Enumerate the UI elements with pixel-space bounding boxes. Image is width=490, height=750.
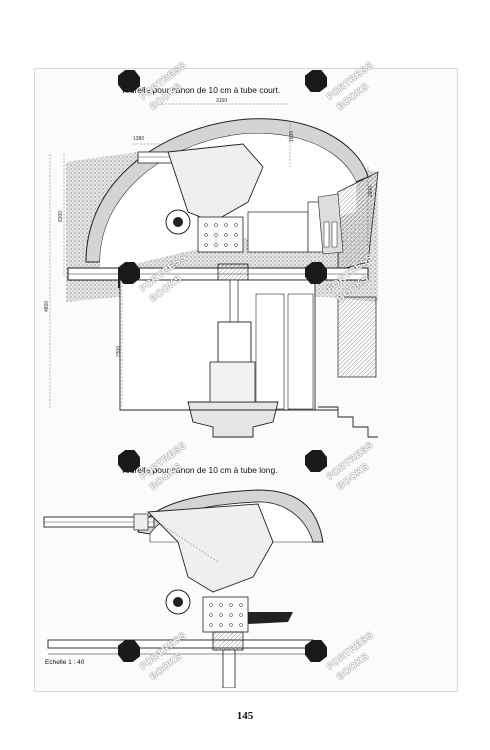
dimension-label: 2900 bbox=[368, 186, 374, 197]
dimension-label: 3160 bbox=[216, 98, 227, 104]
dimension-label: 6300 bbox=[58, 211, 64, 222]
dimension-label: 1630 bbox=[289, 131, 295, 142]
watermark-grid-icon bbox=[305, 70, 327, 92]
watermark-grid-icon bbox=[118, 70, 140, 92]
dimension-label: 1380 bbox=[133, 136, 144, 142]
watermark-grid-icon bbox=[118, 450, 140, 472]
upper-turret-section: 3160 1380 1630 2900 6300 4800 2300 bbox=[44, 98, 379, 438]
scale-label: Echelle 1 : 40 bbox=[45, 659, 85, 666]
watermark-grid-icon bbox=[305, 450, 327, 472]
dimension-label: 4800 bbox=[44, 301, 50, 312]
watermark-grid-icon bbox=[118, 640, 140, 662]
technical-drawing: 3160 1380 1630 2900 6300 4800 2300 bbox=[43, 98, 379, 688]
watermark-grid-icon bbox=[118, 262, 140, 284]
watermark-grid-icon bbox=[305, 262, 327, 284]
top-caption: Tourelle pour canon de 10 cm à tube cour… bbox=[121, 85, 281, 95]
dimension-label: 2300 bbox=[116, 346, 122, 357]
watermark-grid-icon bbox=[305, 640, 327, 662]
bottom-caption: Tourelle pour canon de 10 cm à tube long… bbox=[121, 465, 278, 475]
page-number: 145 bbox=[236, 710, 254, 722]
